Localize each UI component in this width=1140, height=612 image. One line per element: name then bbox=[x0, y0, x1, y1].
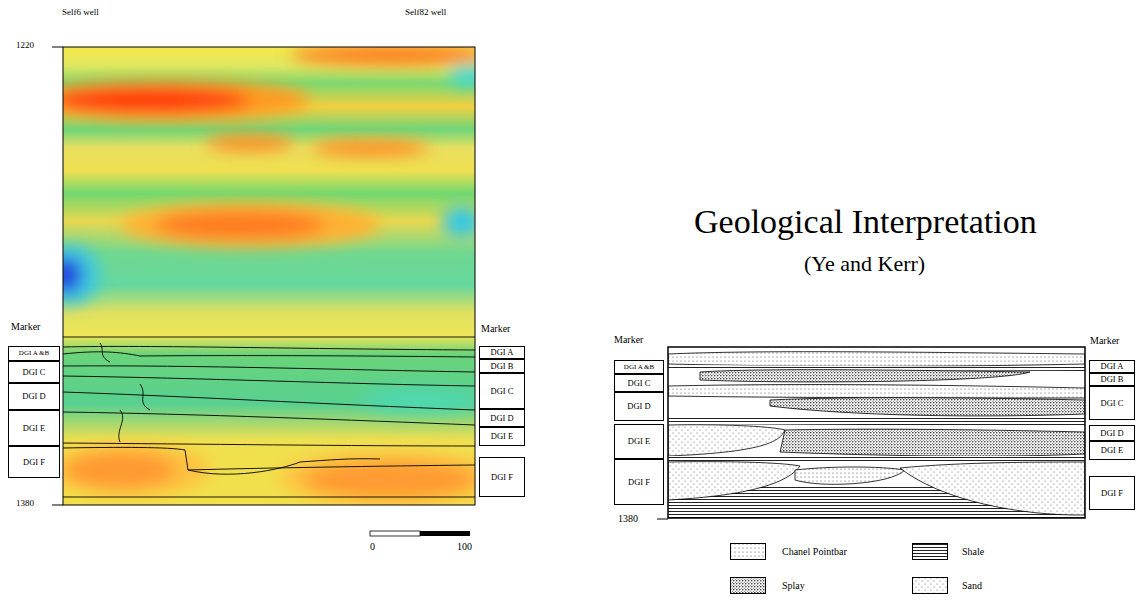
legend-swatch bbox=[912, 543, 948, 560]
marker-box: DGI D bbox=[8, 383, 60, 410]
section-frame bbox=[668, 347, 1085, 518]
depth-value: 1220 bbox=[16, 41, 34, 51]
marker-box: DGI E bbox=[614, 424, 664, 459]
depth-tick bbox=[52, 47, 63, 48]
legend-text: Shale bbox=[962, 546, 984, 557]
marker-box: DGI B bbox=[479, 359, 525, 373]
marker-name: DGI F bbox=[1101, 489, 1123, 498]
marker-name: DGI E bbox=[491, 432, 513, 441]
marker-name: DGI E bbox=[628, 437, 650, 446]
scale-value: 0 bbox=[370, 541, 375, 552]
scale-bar bbox=[420, 531, 470, 536]
depth-value: 1380 bbox=[618, 513, 638, 524]
marker-box: DGI C bbox=[1089, 386, 1135, 420]
marker-name: DGI C bbox=[1101, 399, 1124, 408]
marker-name: DGI E bbox=[1101, 446, 1123, 455]
marker-name: DGI E bbox=[23, 424, 45, 433]
marker-box: DGI D bbox=[479, 409, 525, 427]
marker-heading: Marker bbox=[1090, 335, 1119, 346]
marker-box: DGI D bbox=[614, 392, 664, 421]
marker-box: DGI D bbox=[1089, 425, 1135, 441]
marker-name: DGI C bbox=[23, 368, 46, 377]
marker-name: DGI D bbox=[1100, 429, 1123, 438]
marker-name: DGI C bbox=[491, 387, 514, 396]
marker-box: DGI F bbox=[614, 459, 664, 505]
marker-box: DGI E bbox=[8, 410, 60, 446]
marker-name: DGI B bbox=[491, 362, 514, 371]
marker-name: DGI D bbox=[490, 414, 513, 423]
depth-tick bbox=[52, 505, 63, 506]
marker-box: DGI C bbox=[614, 374, 664, 392]
legend-swatch bbox=[730, 577, 766, 594]
interpretation-section bbox=[668, 347, 1085, 518]
marker-name: DGI F bbox=[491, 473, 513, 482]
colour-map bbox=[63, 47, 475, 505]
marker-name: DGI D bbox=[22, 392, 45, 401]
marker-box: DGI E bbox=[479, 427, 525, 446]
marker-heading: Marker bbox=[11, 321, 40, 332]
marker-box: DGI A &B bbox=[614, 360, 664, 374]
depth-tick bbox=[657, 519, 668, 520]
scale-value: 100 bbox=[457, 541, 472, 552]
marker-heading: Marker bbox=[481, 323, 510, 334]
well-name: Self82 well bbox=[405, 8, 446, 18]
legend-swatch bbox=[912, 577, 948, 594]
marker-name: DGI A &B bbox=[624, 364, 654, 371]
panel-title: Geological Interpretation bbox=[694, 203, 1037, 240]
marker-name: DGI B bbox=[1101, 375, 1124, 384]
marker-name: DGI F bbox=[23, 458, 45, 467]
author-note: (Ye and Kerr) bbox=[804, 252, 925, 276]
legend-swatch bbox=[730, 543, 766, 560]
well-name: Self6 well bbox=[62, 8, 99, 18]
marker-box: DGI F bbox=[8, 446, 60, 478]
marker-name: DGI A bbox=[1101, 362, 1124, 371]
marker-box: DGI C bbox=[479, 373, 525, 409]
map-frame bbox=[63, 47, 475, 505]
marker-heading: Marker bbox=[614, 334, 643, 345]
marker-box: DGI A bbox=[1089, 360, 1135, 373]
marker-name: DGI D bbox=[627, 402, 650, 411]
marker-box: DGI E bbox=[1089, 441, 1135, 460]
legend-text: Sand bbox=[962, 580, 982, 591]
depth-value: 1380 bbox=[16, 499, 34, 509]
legend-text: Chanel Pointbar bbox=[782, 546, 847, 557]
marker-name: DGI C bbox=[628, 379, 651, 388]
marker-box: DGI A &B bbox=[8, 346, 60, 361]
marker-box: DGI B bbox=[1089, 373, 1135, 386]
marker-box: DGI C bbox=[8, 361, 60, 383]
marker-name: DGI F bbox=[628, 478, 650, 487]
marker-name: DGI A &B bbox=[19, 350, 49, 357]
marker-box: DGI A bbox=[479, 346, 525, 359]
marker-box: DGI F bbox=[479, 457, 525, 497]
marker-box: DGI F bbox=[1089, 476, 1135, 510]
scale-bar bbox=[370, 531, 420, 536]
marker-name: DGI A bbox=[491, 348, 514, 357]
legend-text: Splay bbox=[782, 580, 805, 591]
